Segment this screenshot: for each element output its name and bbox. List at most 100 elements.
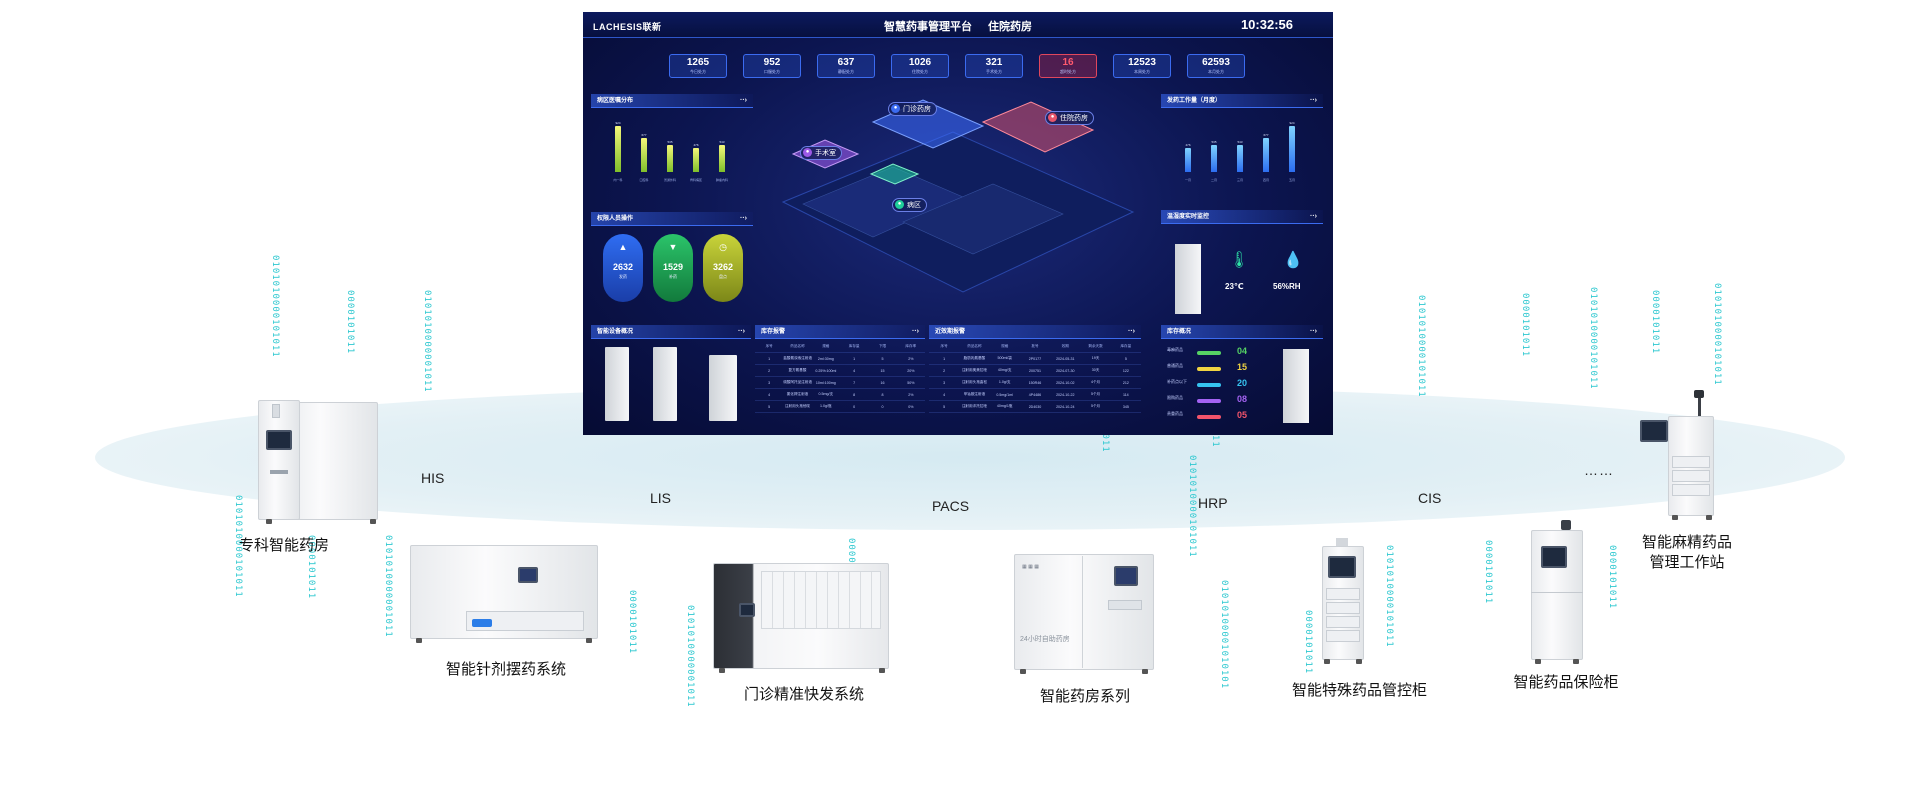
table-cell: 114 <box>1122 392 1129 397</box>
system-label-pacs: PACS <box>932 498 970 514</box>
product-specialty-pharmacy[interactable] <box>252 400 382 525</box>
more-icon[interactable]: ··› <box>1128 328 1135 335</box>
more-icon[interactable]: ··› <box>912 328 919 335</box>
down-arrow-icon: ▼ <box>668 242 678 252</box>
area-label-ward[interactable]: ●病区 <box>892 198 927 212</box>
clock: 10:32:56 <box>1240 17 1293 32</box>
table-cell: 500ml/袋 <box>997 356 1012 360</box>
more-icon[interactable]: ··› <box>738 328 745 335</box>
binary-text: 0000101011 <box>345 290 355 355</box>
ward-block <box>869 163 920 185</box>
chart-data-label: 543 <box>1237 139 1243 144</box>
table-cell: 50% <box>907 380 915 385</box>
system-label-lis: LIS <box>650 490 672 506</box>
table-cell: 5 <box>943 404 946 409</box>
inventory-label: 限购药品 <box>1167 395 1183 400</box>
table-cell: 5个月 <box>1090 392 1101 396</box>
chart-bar <box>1263 138 1269 172</box>
table-cell: 200751 <box>1028 368 1041 373</box>
table-cell: 1 <box>943 356 946 361</box>
table-cell: 0 <box>853 404 856 409</box>
area-label-outpatient[interactable]: ●门诊药房 <box>888 102 937 116</box>
binary-text: 0101010000101011 <box>1187 455 1197 558</box>
table-cell: 序号 <box>940 344 948 348</box>
more-icon[interactable]: ··› <box>1310 97 1317 104</box>
product-drug-safe-cabinet[interactable] <box>1527 520 1587 665</box>
table-cell: 复方氨基酸 <box>788 368 807 372</box>
chart-data-label: 476 <box>693 143 699 148</box>
table-cell: 4 <box>768 392 771 397</box>
table-cell: 0.5mg/1ml <box>996 392 1014 397</box>
inventory-label: 补药点以下 <box>1167 379 1187 384</box>
binary-text: 01010100001010101 <box>1219 580 1229 690</box>
chart-data-label: 677 <box>641 133 647 138</box>
product-outpatient-fast-dispensing[interactable] <box>713 563 893 675</box>
table-cell: 30天 <box>1091 368 1100 372</box>
product-narcotic-workstation[interactable] <box>1640 390 1720 520</box>
area-icon: ● <box>895 200 904 209</box>
chart-bar <box>719 144 725 172</box>
table-cell: 氯化钾注射液 <box>786 392 809 396</box>
table-cell: 0.25%:100ml <box>815 368 837 373</box>
dashboard-title: 智慧药事管理平台住院药房 <box>884 21 1032 33</box>
panel-staff-operations: 权限人员操作··› ▲ 2632 发药 ▼ 1529 补药 ◷ 3262 盘点 <box>591 212 753 312</box>
inventory-bar <box>1197 399 1221 403</box>
inventory-value: 08 <box>1237 394 1248 404</box>
product-label: 智能药房系列 <box>1039 688 1130 705</box>
stat-pill: ◷ 3262 盘点 <box>703 234 743 302</box>
more-icon[interactable]: ··› <box>740 215 747 222</box>
binary-text: 0101010000101011 <box>1712 283 1722 386</box>
more-icon[interactable]: ··› <box>740 97 747 104</box>
inventory-bar <box>1197 351 1221 355</box>
droplet-icon: 💧 <box>1283 252 1303 269</box>
clock-icon: ◷ <box>719 242 727 252</box>
product-injection-dispensing-system[interactable] <box>410 545 600 645</box>
product-brand-text: 24小时自助药房 <box>1020 636 1070 643</box>
product-label: 智能麻精药品 管理工作站 <box>1641 534 1732 571</box>
product-label: 门诊精准快发系统 <box>743 686 864 703</box>
area-label-surgery[interactable]: ●手术室 <box>800 146 842 160</box>
chart-bar <box>1185 148 1191 172</box>
chart-category-label: 二月 <box>1210 178 1217 182</box>
product-smart-pharmacy-series[interactable]: ▦ ▦ ▦ 24小时自助药房 <box>1014 554 1159 676</box>
table-cell: 345 <box>1122 404 1129 409</box>
table-cell: 注射用头孢曲松 <box>961 380 987 384</box>
table-cell: 5个月 <box>1090 404 1101 408</box>
table-cell: 19天 <box>1091 356 1100 360</box>
binary-text: 0000101011 <box>1303 610 1313 675</box>
product-special-drug-cabinet[interactable] <box>1318 538 1368 664</box>
more-icon[interactable]: ··› <box>1310 213 1317 220</box>
area-label-inpatient[interactable]: ●住院药房 <box>1045 111 1094 125</box>
table-cell: 2P0177 <box>1028 356 1042 361</box>
inventory-label: 毒麻药品 <box>1167 347 1183 352</box>
table-cell: 2024-07-30 <box>1056 368 1075 373</box>
table-cell: 1.0g/支 <box>998 380 1011 384</box>
table-cell: 库存量 <box>1120 344 1132 348</box>
inventory-bar <box>1197 383 1221 387</box>
more-icon[interactable]: ··› <box>1310 328 1317 335</box>
table-cell: 4P4486 <box>1028 392 1042 397</box>
inventory-label: 普通药品 <box>1167 363 1183 368</box>
